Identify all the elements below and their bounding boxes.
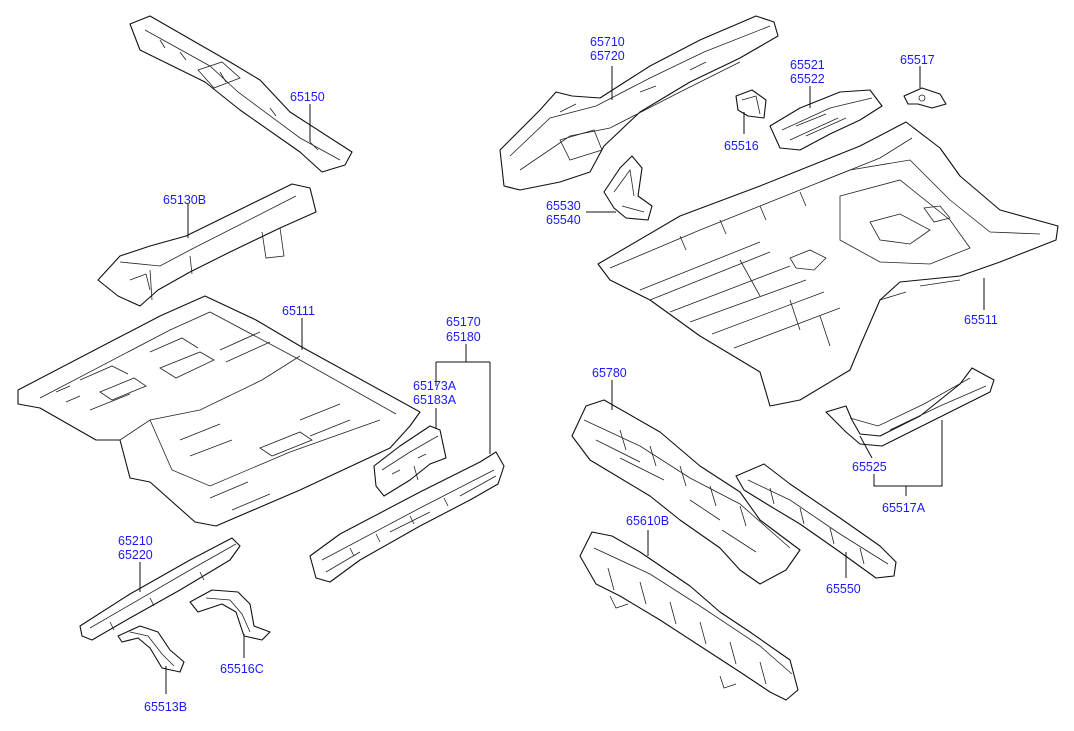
label-65111: 65111 [282,304,315,350]
label-65516C: 65516C [220,634,264,676]
part-65150[interactable] [129,15,353,173]
svg-text:65210: 65210 [118,534,153,548]
svg-text:65710: 65710 [590,35,625,49]
label-65173A: 65173A 65183A [413,379,457,428]
label-65710: 65710 65720 [590,35,625,100]
svg-text:65521: 65521 [790,58,825,72]
part-65780[interactable] [571,399,801,585]
svg-text:65130B: 65130B [163,193,206,207]
label-65525: 65525 [852,435,887,474]
part-65550[interactable] [735,463,897,579]
label-65517A: 65517A [873,420,943,515]
label-65150: 65150 [290,90,325,142]
part-65610B[interactable] [579,531,799,701]
label-65170: 65170 65180 [435,315,491,454]
svg-text:65517: 65517 [900,53,935,67]
part-65111[interactable] [17,295,421,527]
svg-text:65173A: 65173A [413,379,457,393]
part-65516[interactable] [735,89,767,119]
svg-text:65516C: 65516C [220,662,264,676]
svg-text:65516: 65516 [724,139,759,153]
svg-text:65511: 65511 [964,313,998,327]
label-65516: 65516 [724,112,759,153]
svg-text:65522: 65522 [790,72,825,86]
part-65173A[interactable] [373,425,447,497]
label-65550: 65550 [826,552,861,596]
svg-text:65170: 65170 [446,315,481,329]
svg-text:65530: 65530 [546,199,581,213]
svg-text:65517A: 65517A [882,501,926,515]
label-65511: 65511 [964,278,998,327]
svg-text:65525: 65525 [852,460,887,474]
label-65521: 65521 65522 [790,58,825,108]
label-65517: 65517 [900,53,935,88]
part-65521[interactable] [769,89,883,151]
svg-text:65111: 65111 [282,304,315,318]
svg-text:65513B: 65513B [144,700,187,714]
svg-text:65720: 65720 [590,49,625,63]
part-65511[interactable] [597,121,1059,407]
part-65210[interactable] [79,537,241,641]
part-65517[interactable] [903,87,947,109]
part-65170[interactable] [309,451,505,583]
part-65130B[interactable] [97,183,317,307]
label-65130B: 65130B [163,193,206,238]
svg-text:65610B: 65610B [626,514,669,528]
part-65516C[interactable] [189,589,271,641]
label-65210: 65210 65220 [118,534,153,592]
part-65530[interactable] [603,155,653,221]
svg-text:65220: 65220 [118,548,153,562]
svg-text:65540: 65540 [546,213,581,227]
svg-text:65780: 65780 [592,366,627,380]
part-65525[interactable] [825,367,995,447]
label-65530: 65530 65540 [546,199,616,227]
svg-text:65180: 65180 [446,330,481,344]
svg-text:65183A: 65183A [413,393,457,407]
svg-text:65150: 65150 [290,90,325,104]
part-65710[interactable] [499,15,779,191]
label-65610B: 65610B [626,514,669,556]
label-65513B: 65513B [144,666,187,714]
svg-text:65550: 65550 [826,582,861,596]
label-65780: 65780 [592,366,627,410]
part-65513B[interactable] [117,625,185,673]
